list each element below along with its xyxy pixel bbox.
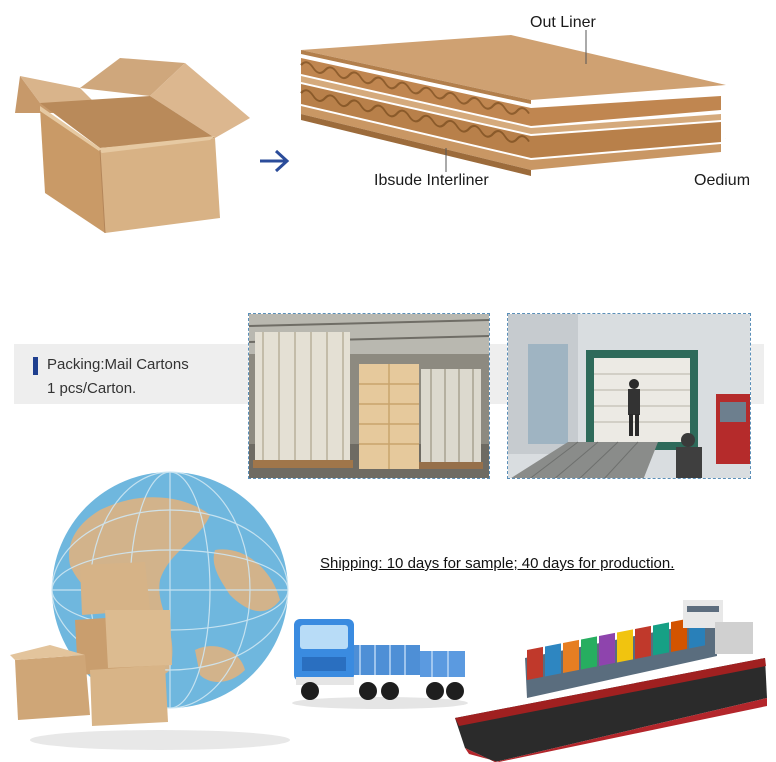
cardboard-box-photo [15,58,250,233]
container-ship-illustration [455,600,767,762]
packing-method-text: Packing:Mail Cartons [47,356,189,373]
packing-quantity-text: 1 pcs/Carton. [47,380,137,397]
upper-flute-layer [300,58,721,126]
packing-marker [33,357,38,375]
oedium-label: Oedium [694,172,751,189]
corrugated-board-diagram [300,30,726,176]
lower-flute-layer [300,84,721,158]
container-loading-photo [507,313,751,479]
right-arrow-icon [260,149,290,173]
cardboard-globe-illustration [10,471,290,750]
blue-truck-illustration [292,619,468,709]
warehouse-photo [248,313,490,479]
ship-containers [525,615,717,698]
out-liner-label: Out Liner [530,14,596,31]
interliner-label: Ibsude Interliner [374,172,489,189]
shipping-info-text: Shipping: 10 days for sample; 40 days fo… [320,555,675,572]
stacked-boxes [10,562,172,726]
